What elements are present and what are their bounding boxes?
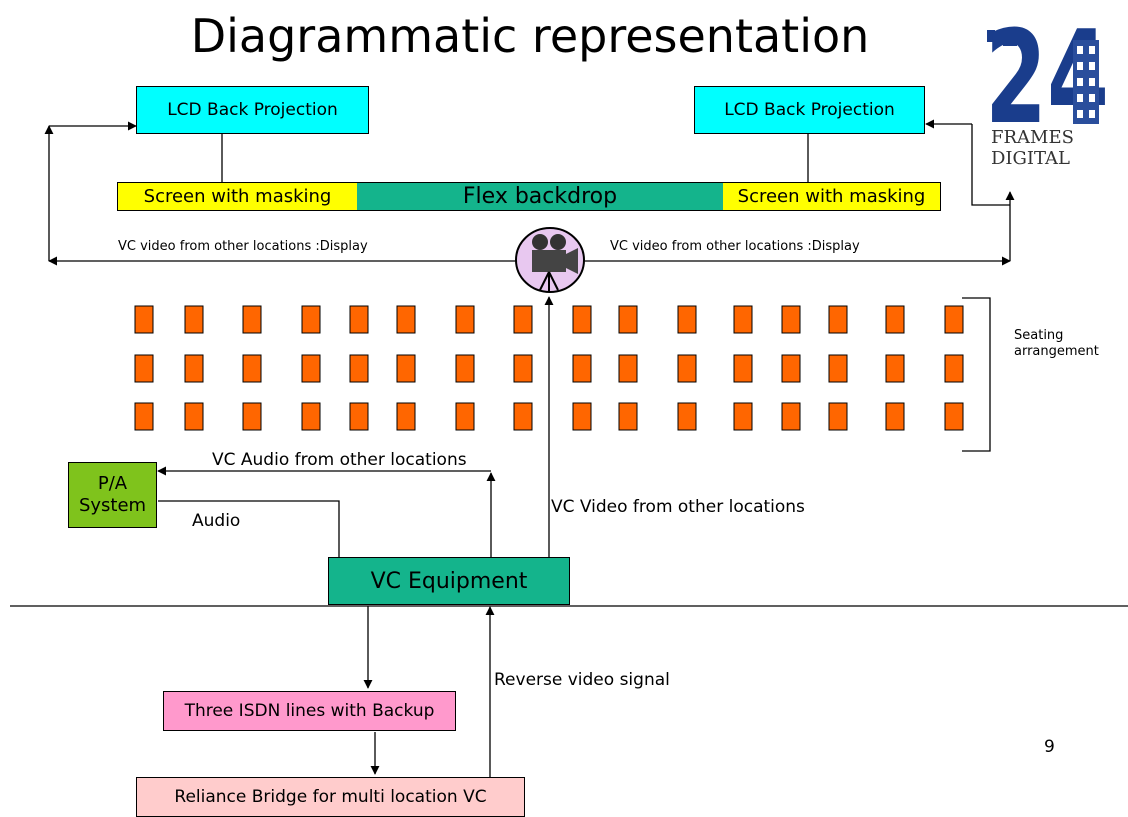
seat [134, 354, 154, 383]
seat [677, 402, 697, 431]
seat [513, 402, 533, 431]
seat [944, 305, 964, 334]
isdn-lines-box: Three ISDN lines with Backup [163, 691, 456, 731]
seat [618, 354, 638, 383]
seat [572, 402, 592, 431]
vc-video-label: VC Video from other locations [551, 497, 805, 517]
seat [618, 305, 638, 334]
seat [885, 402, 905, 431]
reverse-video-label: Reverse video signal [494, 670, 670, 690]
seat [513, 305, 533, 334]
vc-video-display-label-left: VC video from other locations :Display [118, 239, 368, 254]
screen-with-masking-left: Screen with masking [117, 182, 357, 211]
lcd-back-projection-right: LCD Back Projection [694, 86, 925, 134]
logo-line2: DIGITAL [991, 148, 1070, 169]
seat [455, 402, 475, 431]
screen-with-masking-right: Screen with masking [723, 182, 941, 211]
page-title: Diagrammatic representation [190, 9, 870, 63]
seat [513, 354, 533, 383]
seat [349, 354, 369, 383]
flex-backdrop: Flex backdrop [357, 182, 723, 211]
seat [242, 402, 262, 431]
seat [301, 305, 321, 334]
seat [944, 402, 964, 431]
pa-system-box: P/A System [68, 462, 157, 528]
seat [733, 354, 753, 383]
seating-label-line2: arrangement [1014, 344, 1099, 359]
seat [677, 305, 697, 334]
seat [885, 354, 905, 383]
seat [349, 402, 369, 431]
seat [396, 402, 416, 431]
seating-label-line1: Seating [1014, 328, 1064, 343]
seat [733, 305, 753, 334]
seat [828, 354, 848, 383]
seat [781, 305, 801, 334]
seat [242, 354, 262, 383]
seat [781, 354, 801, 383]
vc-video-display-label-right: VC video from other locations :Display [610, 239, 860, 254]
seat [677, 354, 697, 383]
lcd-back-projection-left: LCD Back Projection [136, 86, 369, 134]
seat [572, 305, 592, 334]
audio-label: Audio [192, 511, 241, 531]
seat [184, 402, 204, 431]
audio-line [158, 500, 340, 558]
seat [301, 354, 321, 383]
page-number: 9 [1044, 737, 1055, 757]
seat [301, 402, 321, 431]
reliance-bridge-box: Reliance Bridge for multi location VC [136, 777, 525, 817]
seat [184, 354, 204, 383]
seat [828, 305, 848, 334]
seating-bracket [962, 297, 991, 452]
seat [184, 305, 204, 334]
seating-grid [134, 305, 964, 431]
vc-audio-label: VC Audio from other locations [212, 450, 467, 470]
seat [134, 402, 154, 431]
seat [349, 305, 369, 334]
seat [733, 402, 753, 431]
seat [885, 305, 905, 334]
seat [618, 402, 638, 431]
logo-line1: FRAMES [991, 127, 1074, 148]
seat [781, 402, 801, 431]
seat [242, 305, 262, 334]
right-display-connector [971, 124, 1010, 206]
vc-equipment-box: VC Equipment [328, 557, 570, 605]
logo-24-frames-digital: 24 FRAMES DIGITAL [985, 4, 1109, 169]
seat [455, 305, 475, 334]
seat [396, 354, 416, 383]
seat [944, 354, 964, 383]
seat [455, 354, 475, 383]
seat [396, 305, 416, 334]
camera-icon [515, 227, 585, 293]
seat [134, 305, 154, 334]
seat [828, 402, 848, 431]
seat [572, 354, 592, 383]
